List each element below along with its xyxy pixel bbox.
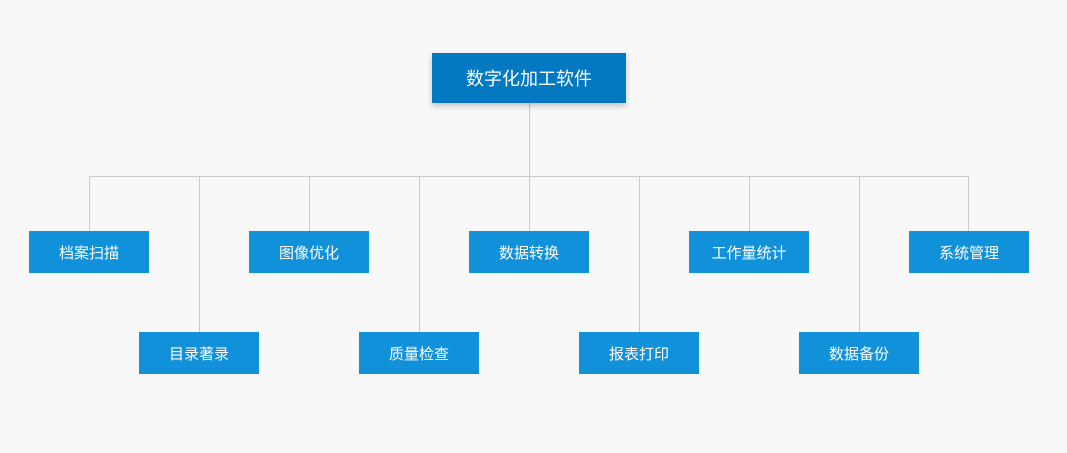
node-archive-scanning: 档案扫描 [29,231,149,273]
node-data-backup: 数据备份 [799,332,919,374]
node-quality-check: 质量检查 [359,332,479,374]
node-image-optimization: 图像优化 [249,231,369,273]
node-system-management: 系统管理 [909,231,1029,273]
node-report-printing: 报表打印 [579,332,699,374]
node-workload-statistics: 工作量统计 [689,231,809,273]
root-node-title: 数字化加工软件 [432,53,626,103]
node-data-conversion: 数据转换 [469,231,589,273]
node-catalog-entry: 目录著录 [139,332,259,374]
